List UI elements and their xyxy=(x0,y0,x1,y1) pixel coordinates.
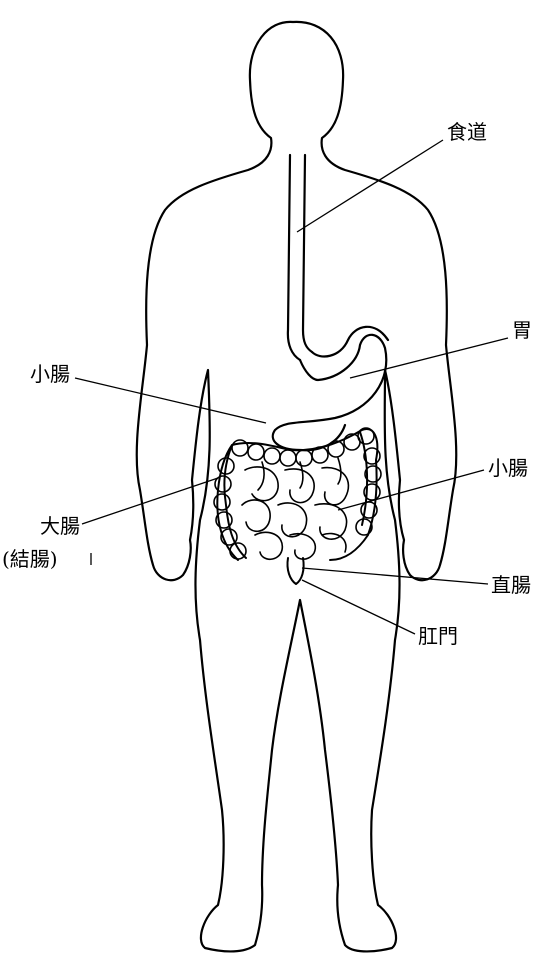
small-intestine-shape xyxy=(242,458,348,559)
large-intestine-leader-line xyxy=(82,478,218,524)
small-intestine-right-leader-line xyxy=(338,470,484,510)
anus-label: 肛門 xyxy=(418,626,458,646)
small-intestine-right-label: 小腸 xyxy=(488,458,528,478)
rectum-shape xyxy=(287,558,303,584)
colon-segments xyxy=(214,428,381,559)
small-intestine-left-leader-line xyxy=(75,378,266,423)
rectum-leader-line xyxy=(302,568,488,584)
esophagus-label: 食道 xyxy=(447,122,487,142)
large-intestine-label: 大腸 xyxy=(40,516,80,536)
esophagus-shape xyxy=(288,155,312,360)
colon-note-label: (結腸) xyxy=(2,549,58,569)
stomach-leader-line xyxy=(350,338,508,378)
esophagus-leader-line xyxy=(297,140,443,232)
stomach-label: 胃 xyxy=(512,320,532,340)
small-intestine-left-label: 小腸 xyxy=(30,364,70,384)
colon-shape xyxy=(217,429,377,560)
rectum-label: 直腸 xyxy=(491,575,531,595)
